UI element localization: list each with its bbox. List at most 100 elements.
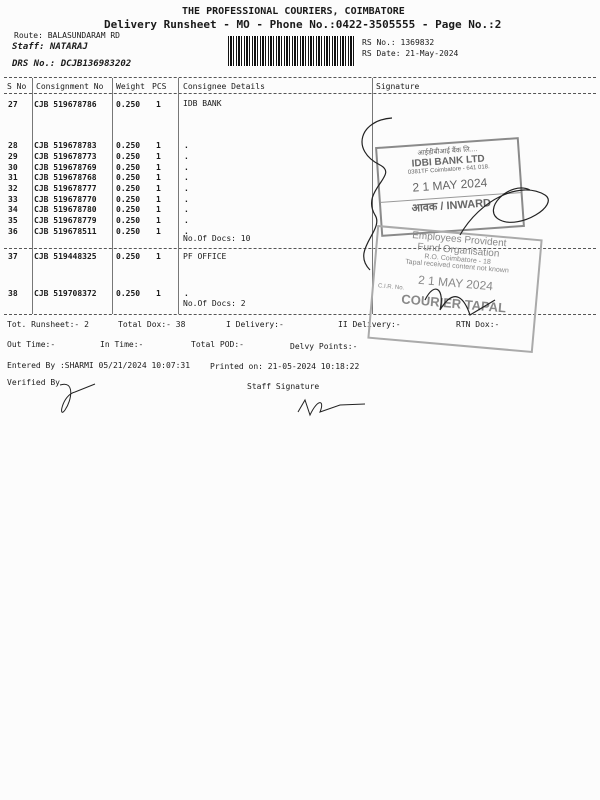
cell-cn: CJB 519678780 xyxy=(34,205,97,214)
cell-det: . xyxy=(184,173,189,182)
cell-det: . xyxy=(184,227,189,236)
column-line xyxy=(32,78,33,314)
cell-wt: 0.250 xyxy=(116,252,141,261)
docs-count: No.Of Docs: 10 xyxy=(183,234,251,243)
cell-wt: 0.250 xyxy=(116,205,141,214)
cell-wt: 0.250 xyxy=(116,216,141,225)
cell-det: . xyxy=(184,141,189,150)
cell-sno: 36 xyxy=(8,227,18,236)
cell-cn: CJB 519678511 xyxy=(34,227,97,236)
cell-cn: CJB 519678779 xyxy=(34,216,97,225)
divider xyxy=(4,248,596,249)
verified-by: Verified By xyxy=(7,378,60,387)
cell-pcs: 1 xyxy=(156,216,161,225)
col-weight: Weight xyxy=(116,82,145,91)
cell-pcs: 1 xyxy=(156,205,161,214)
cell-sno: 29 xyxy=(8,152,18,161)
divider xyxy=(4,93,596,94)
divider xyxy=(4,314,596,315)
cell-wt: 0.250 xyxy=(116,141,141,150)
cell-pcs: 1 xyxy=(156,173,161,182)
cell-sno: 38 xyxy=(8,289,18,298)
cell-cn: CJB 519708372 xyxy=(34,289,97,298)
cell-sno: 33 xyxy=(8,195,18,204)
cell-sno: 32 xyxy=(8,184,18,193)
table-row: 37 CJB 519448325 0.250 1 xyxy=(0,252,380,263)
rs-date: RS Date: 21-May-2024 xyxy=(362,49,459,58)
cell-cn: CJB 519678769 xyxy=(34,163,97,172)
total-pod: Total POD:- xyxy=(191,340,244,349)
cell-pcs: 1 xyxy=(156,163,161,172)
tot-runsheet: Tot. Runsheet:- 2 xyxy=(7,320,89,329)
table-row: 35 CJB 519678779 0.250 1. xyxy=(0,216,380,227)
runsheet-subtitle: Delivery Runsheet - MO - Phone No.:0422-… xyxy=(104,18,502,31)
delvy-points: Delvy Points:- xyxy=(290,342,358,351)
barcode xyxy=(228,36,356,66)
cell-sno: 31 xyxy=(8,173,18,182)
rtn-dox: RTN Dox:- xyxy=(456,320,500,329)
rs-number: RS No.: 1369832 xyxy=(362,38,435,47)
table-row: 34 CJB 519678780 0.250 1. xyxy=(0,205,380,216)
drs-number: DRS No.: DCJB136983202 xyxy=(12,59,132,69)
cell-sno: 34 xyxy=(8,205,18,214)
divider xyxy=(4,77,596,78)
entered-by: Entered By :SHARMI 05/21/2024 10:07:31 xyxy=(7,361,191,370)
cell-cn: CJB 519678770 xyxy=(34,195,97,204)
staff-signature-label: Staff Signature xyxy=(247,382,320,391)
col-signature: Signature xyxy=(376,82,420,91)
cell-pcs: 1 xyxy=(156,252,161,261)
out-time: Out Time:- xyxy=(7,340,56,349)
cell-wt: 0.250 xyxy=(116,152,141,161)
cell-sno: 27 xyxy=(8,100,18,109)
cell-pcs: 1 xyxy=(156,227,161,236)
cell-det: . xyxy=(184,289,189,298)
cell-pcs: 1 xyxy=(156,184,161,193)
col-consignee: Consignee Details xyxy=(183,82,265,91)
i-delivery: I Delivery:- xyxy=(226,320,284,329)
cell-det: . xyxy=(184,195,189,204)
col-pcs: PCS xyxy=(152,82,167,91)
cell-wt: 0.250 xyxy=(116,163,141,172)
cell-det: . xyxy=(184,163,189,172)
cell-det: . xyxy=(184,184,189,193)
cell-det: . xyxy=(184,205,189,214)
table-row: 29 CJB 519678773 0.250 1. xyxy=(0,152,380,163)
table-row: 31 CJB 519678768 0.250 1. xyxy=(0,173,380,184)
cell-wt: 0.250 xyxy=(116,227,141,236)
cell-sno: 28 xyxy=(8,141,18,150)
consignee-name: IDB BANK xyxy=(183,99,222,108)
cell-det: . xyxy=(184,216,189,225)
staff: Staff: NATARAJ xyxy=(12,42,88,52)
route: Route: BALASUNDARAM RD xyxy=(14,31,120,40)
ii-delivery: II Delivery:- xyxy=(338,320,401,329)
cell-pcs: 1 xyxy=(156,100,161,109)
cell-sno: 37 xyxy=(8,252,18,261)
cell-sno: 35 xyxy=(8,216,18,225)
cell-wt: 0.250 xyxy=(116,195,141,204)
column-line xyxy=(178,78,179,314)
printed-on: Printed on: 21-05-2024 10:18:22 xyxy=(210,362,360,371)
cell-wt: 0.250 xyxy=(116,289,141,298)
cell-pcs: 1 xyxy=(156,152,161,161)
cell-det: . xyxy=(184,152,189,161)
cell-pcs: 1 xyxy=(156,141,161,150)
in-time: In Time:- xyxy=(100,340,144,349)
cell-cn: CJB 519678773 xyxy=(34,152,97,161)
company-title: THE PROFESSIONAL COURIERS, COIMBATORE xyxy=(182,6,405,17)
cell-cn: CJB 519448325 xyxy=(34,252,97,261)
cell-wt: 0.250 xyxy=(116,173,141,182)
cell-wt: 0.250 xyxy=(116,184,141,193)
cell-sno: 30 xyxy=(8,163,18,172)
column-line xyxy=(112,78,113,314)
cell-cn: CJB 519678768 xyxy=(34,173,97,182)
table-row: 30 CJB 519678769 0.250 1. xyxy=(0,163,380,174)
total-dox: Total Dox:- 38 xyxy=(118,320,186,329)
consignee-name: PF OFFICE xyxy=(183,252,227,261)
